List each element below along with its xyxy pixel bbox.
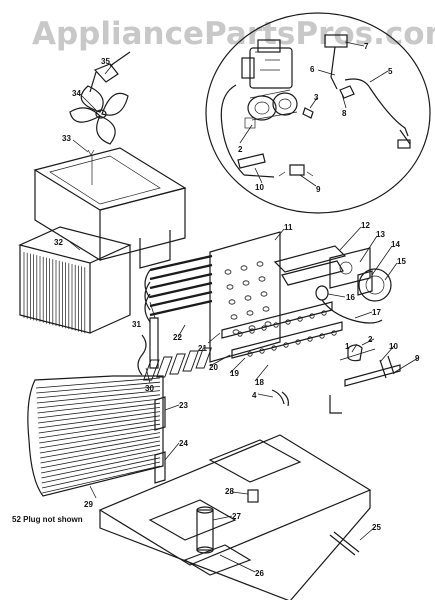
callout-3: 3 (314, 93, 319, 102)
leader-lines (69, 41, 419, 573)
callout-9-lower: 9 (415, 354, 420, 363)
callout-5: 5 (388, 67, 393, 76)
callout-24: 24 (179, 439, 188, 448)
callout-16: 16 (346, 293, 355, 302)
callout-15: 15 (397, 257, 406, 266)
callout-32: 32 (54, 238, 63, 247)
callout-14: 14 (391, 240, 400, 249)
callout-8: 8 (342, 109, 347, 118)
motor-mount-drawing (89, 51, 131, 93)
side-coil-drawing (27, 375, 164, 497)
callout-31: 31 (132, 320, 141, 329)
burner-rail-drawing (143, 301, 401, 414)
callout-17: 17 (372, 308, 381, 317)
callout-20: 20 (209, 363, 218, 372)
base-pan-drawing (98, 434, 372, 600)
callout-9: 9 (316, 185, 321, 194)
callout-27: 27 (232, 512, 241, 521)
callout-23: 23 (179, 401, 188, 410)
heat-exchanger-drawing (144, 254, 213, 323)
callout-25: 25 (372, 523, 381, 532)
callout-12: 12 (361, 221, 370, 230)
fan-blade-drawing (69, 85, 129, 145)
callout-18: 18 (255, 378, 264, 387)
callout-2: 2 (238, 145, 243, 154)
callout-labels: 1 2 2 3 4 5 6 7 8 9 9 10 10 11 12 13 14 … (54, 42, 420, 578)
callout-19: 19 (230, 369, 239, 378)
callout-30: 30 (145, 384, 154, 393)
watermark-text: AppliancePartsPros.com (32, 16, 435, 52)
top-cabinet-drawing (33, 147, 187, 269)
callout-29: 29 (84, 500, 93, 509)
callout-6: 6 (310, 65, 315, 74)
callout-33: 33 (62, 134, 71, 143)
callout-1: 1 (345, 342, 350, 351)
callout-34: 34 (72, 89, 81, 98)
small-parts-drawing (137, 317, 285, 484)
front-panel-drawing (209, 231, 281, 363)
callout-35: 35 (101, 57, 110, 66)
callout-10: 10 (255, 183, 264, 192)
callout-22: 22 (173, 333, 182, 342)
callout-11: 11 (284, 223, 293, 232)
gas-valve-drawing (241, 39, 298, 129)
callout-7: 7 (364, 42, 369, 51)
callout-10-lower: 10 (389, 342, 398, 351)
condenser-coil-drawing (18, 226, 132, 334)
callout-4: 4 (252, 391, 257, 400)
plug-note: 52 Plug not shown (12, 515, 83, 524)
callout-13: 13 (376, 230, 385, 239)
callout-2-lower: 2 (368, 335, 373, 344)
callout-21: 21 (198, 344, 207, 353)
inset-circle (205, 12, 431, 214)
callout-26: 26 (255, 569, 264, 578)
callout-28: 28 (225, 487, 234, 496)
blower-assembly-drawing (273, 245, 392, 324)
